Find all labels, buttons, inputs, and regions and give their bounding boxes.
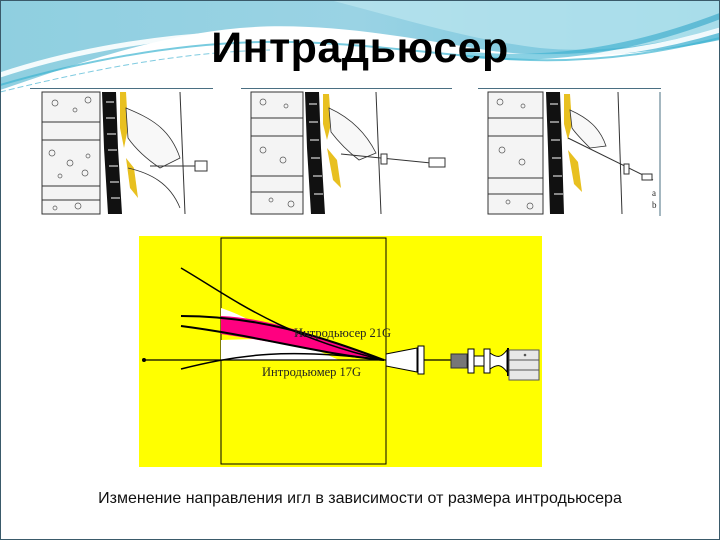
label-introducer-17g: Интродьюмер 17G <box>262 365 362 379</box>
needle-deflection-drawing <box>142 237 540 465</box>
spine-illustration-2 <box>241 88 452 216</box>
slide-caption: Изменение направления игл в зависимости … <box>98 490 622 507</box>
header-wave-decoration <box>0 0 720 110</box>
spine-illustration-1 <box>30 88 213 216</box>
illustration-label-b: b <box>652 200 657 210</box>
spine-drawing-3 <box>487 91 661 216</box>
spine-drawing-2 <box>250 91 446 215</box>
spine-drawing-1 <box>41 91 208 215</box>
spine-illustration-3: a b <box>478 88 661 216</box>
label-introducer-21g: Интродьюсер 21G <box>294 326 392 340</box>
introducer-diagram: Интродьюсер 21G Интродьюмер 17G <box>139 236 542 467</box>
illustration-label-a: a <box>652 188 656 198</box>
slide-title: Интрадьюсер <box>211 24 509 72</box>
